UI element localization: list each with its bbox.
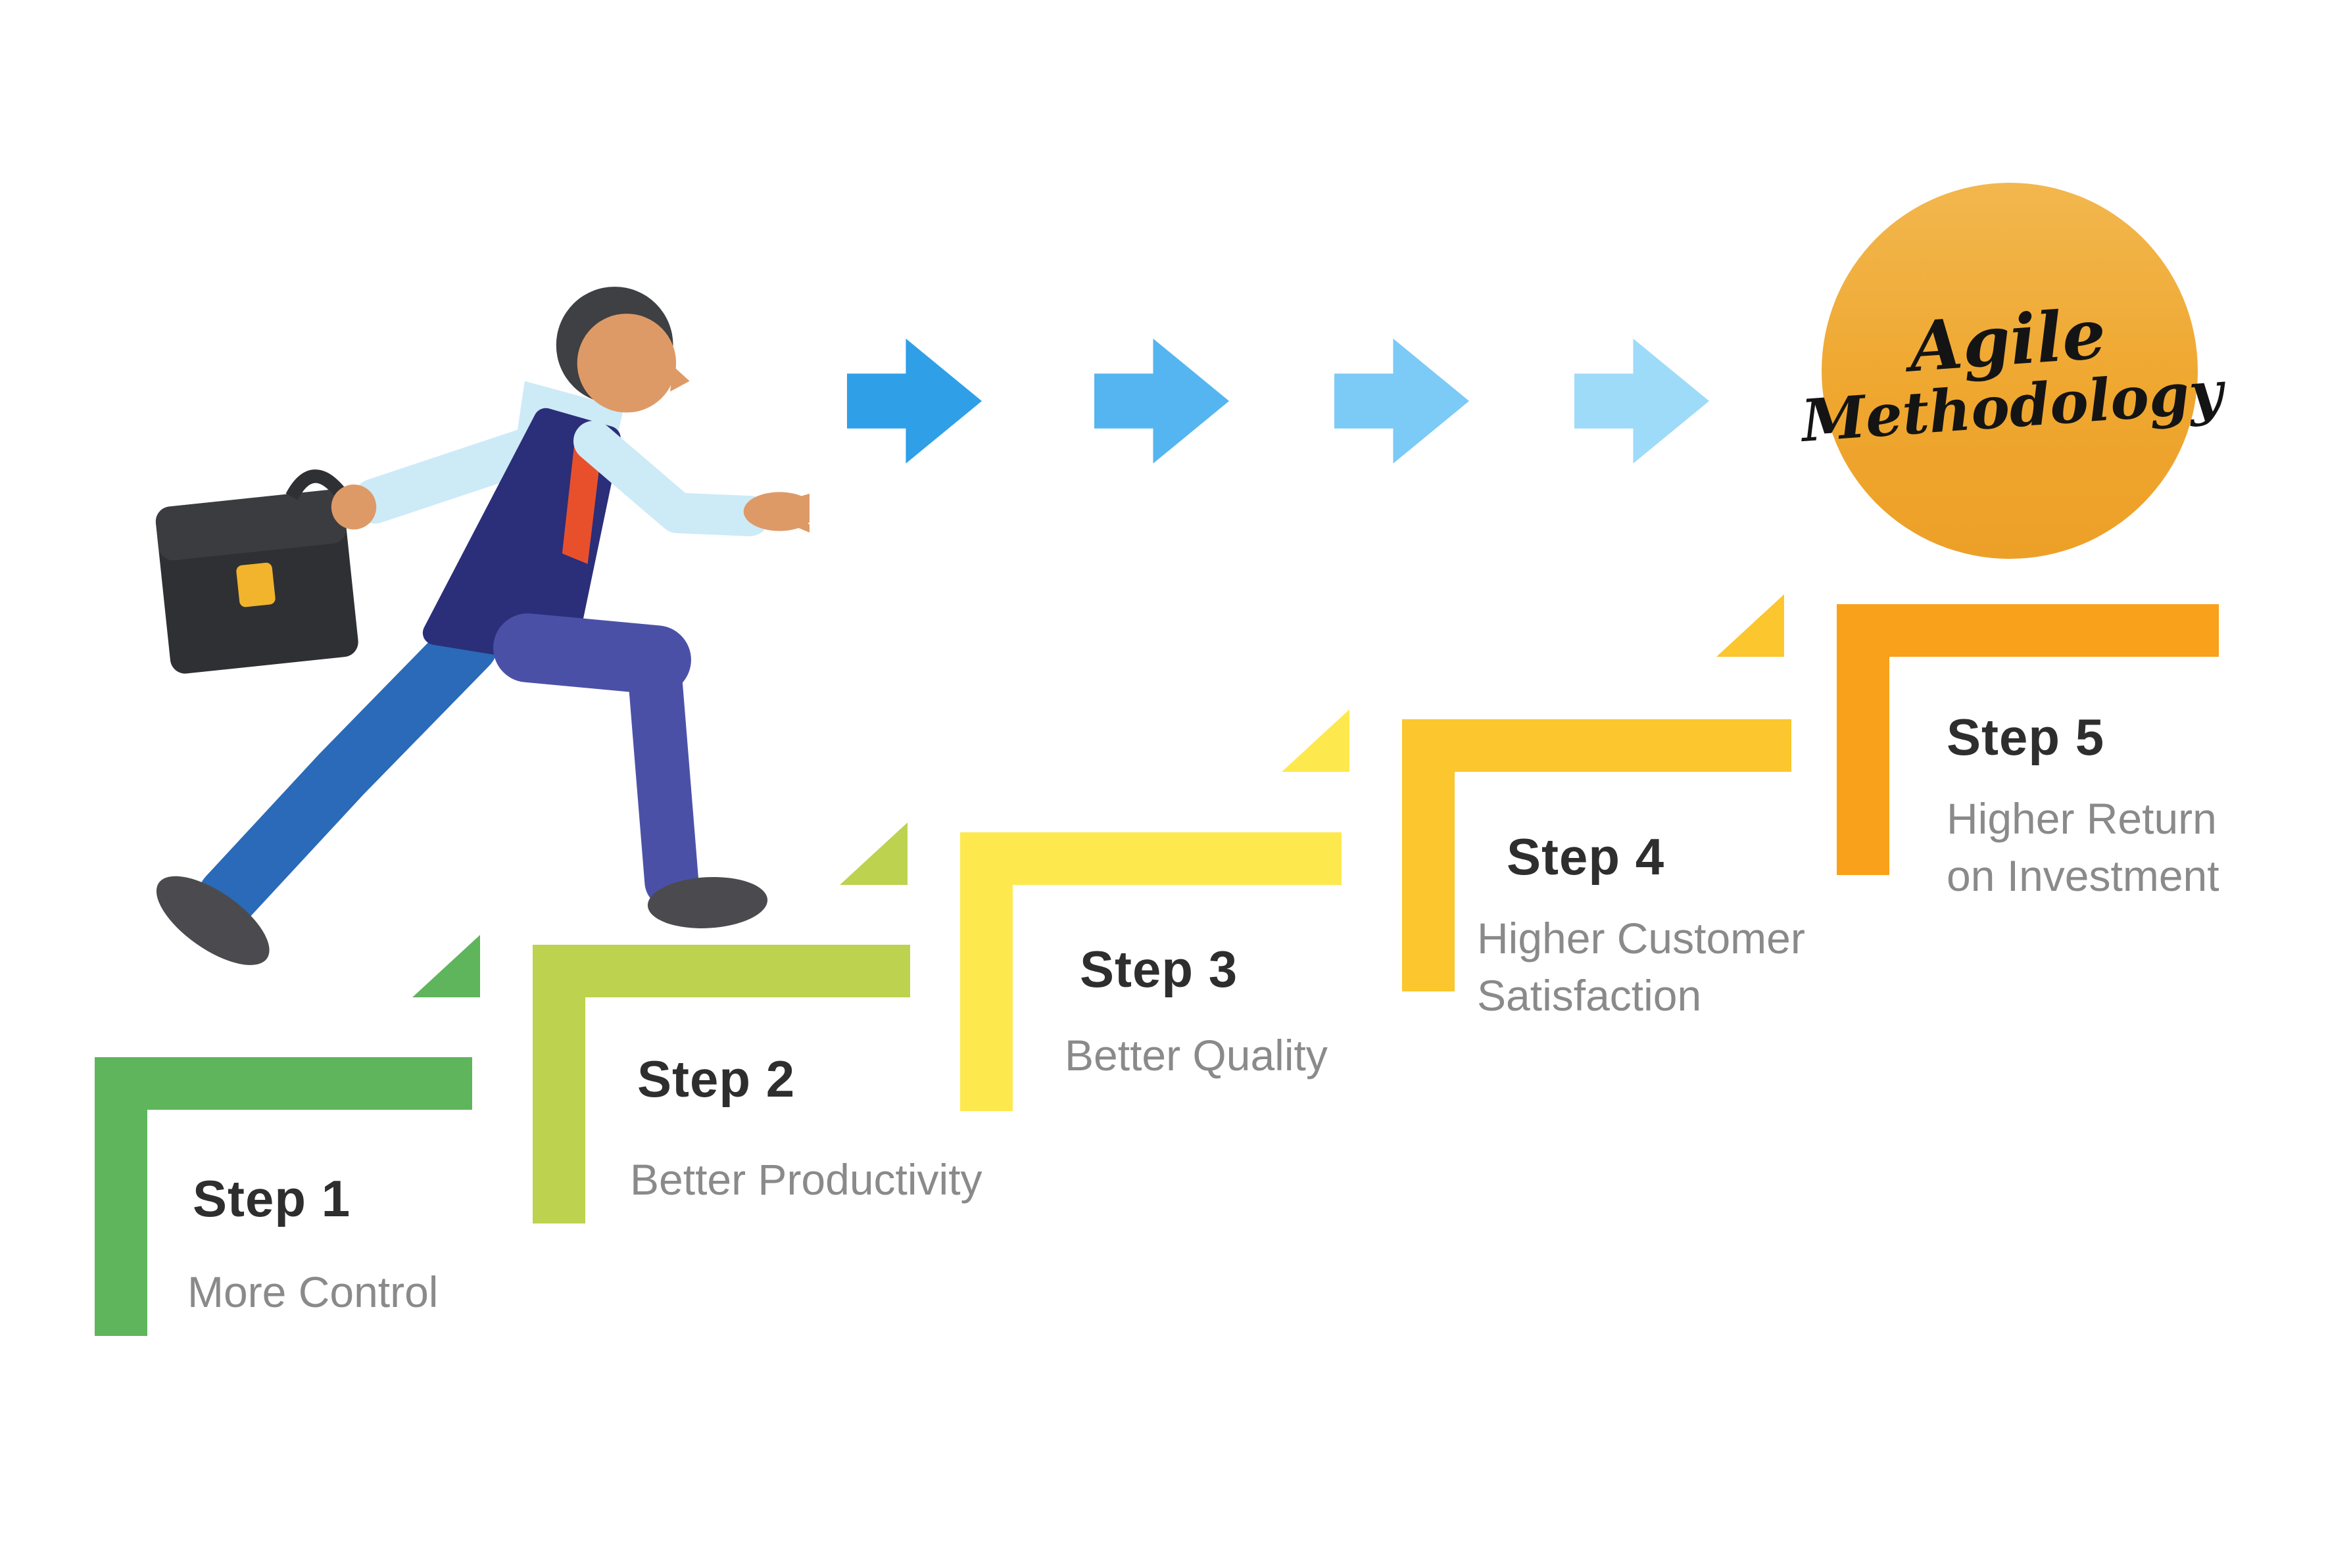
step-4-bar-vertical xyxy=(1402,719,1455,991)
step-5-fold-triangle-icon xyxy=(1716,594,1784,657)
step-3-fold-triangle-icon xyxy=(840,822,908,885)
right-arrow-icon-2 xyxy=(1094,339,1229,463)
step-2-bar-horizontal xyxy=(533,945,910,997)
step-4-label: Step 4 xyxy=(1507,828,1665,886)
briefcase-icon xyxy=(155,469,358,674)
right-arrow-shape xyxy=(1574,339,1709,463)
right-arrow-shape xyxy=(1334,339,1469,463)
nose xyxy=(670,366,690,392)
step-1-description: More Control xyxy=(187,1268,439,1316)
back-shoe xyxy=(156,876,270,965)
step-4-description: Higher Customer Satisfaction xyxy=(1477,914,1805,1020)
step-4-fold-triangle-icon xyxy=(1282,709,1349,772)
step-5-label: Step 5 xyxy=(1947,708,2105,766)
step-3-bar-vertical xyxy=(960,832,1013,1111)
briefcase-flap xyxy=(155,490,347,561)
back-hand xyxy=(331,484,377,530)
back-arm xyxy=(352,424,560,524)
face xyxy=(577,314,677,413)
front-hand xyxy=(743,492,810,531)
running-businessman-figure xyxy=(155,287,810,965)
briefcase-latch xyxy=(236,562,276,607)
right-arrow-shape xyxy=(847,339,982,463)
step-1-label: Step 1 xyxy=(193,1170,351,1227)
goal-circle: Agile Methodology xyxy=(1799,183,2225,559)
step-3-bar-horizontal xyxy=(960,832,1342,885)
step-2-label: Step 2 xyxy=(637,1050,796,1108)
front-arm xyxy=(573,421,770,536)
step-1-bar-vertical xyxy=(95,1057,147,1336)
front-shin xyxy=(626,632,699,909)
front-shoe xyxy=(647,876,768,928)
goal-title: Agile Methodology xyxy=(1795,290,2225,455)
step-1-bar-horizontal xyxy=(95,1057,472,1110)
step-3-label: Step 3 xyxy=(1080,940,1238,998)
right-arrow-icon-3 xyxy=(1334,339,1469,463)
right-arrow-shape xyxy=(1094,339,1229,463)
step-2-description: Better Productivity xyxy=(630,1155,982,1204)
right-arrow-icon-1 xyxy=(847,339,982,463)
step-4-bar-horizontal xyxy=(1402,719,1791,772)
step-5-bar-vertical xyxy=(1837,604,1889,875)
step-3-description: Better Quality xyxy=(1065,1031,1328,1080)
step-5-description: Higher Return on Investment xyxy=(1947,794,2219,901)
back-leg xyxy=(197,615,498,927)
right-arrow-icon-4 xyxy=(1574,339,1709,463)
fingers xyxy=(794,493,810,533)
step-2-bar-vertical xyxy=(533,945,585,1224)
briefcase-handle xyxy=(285,469,345,500)
step-5-bar-horizontal xyxy=(1837,604,2219,657)
